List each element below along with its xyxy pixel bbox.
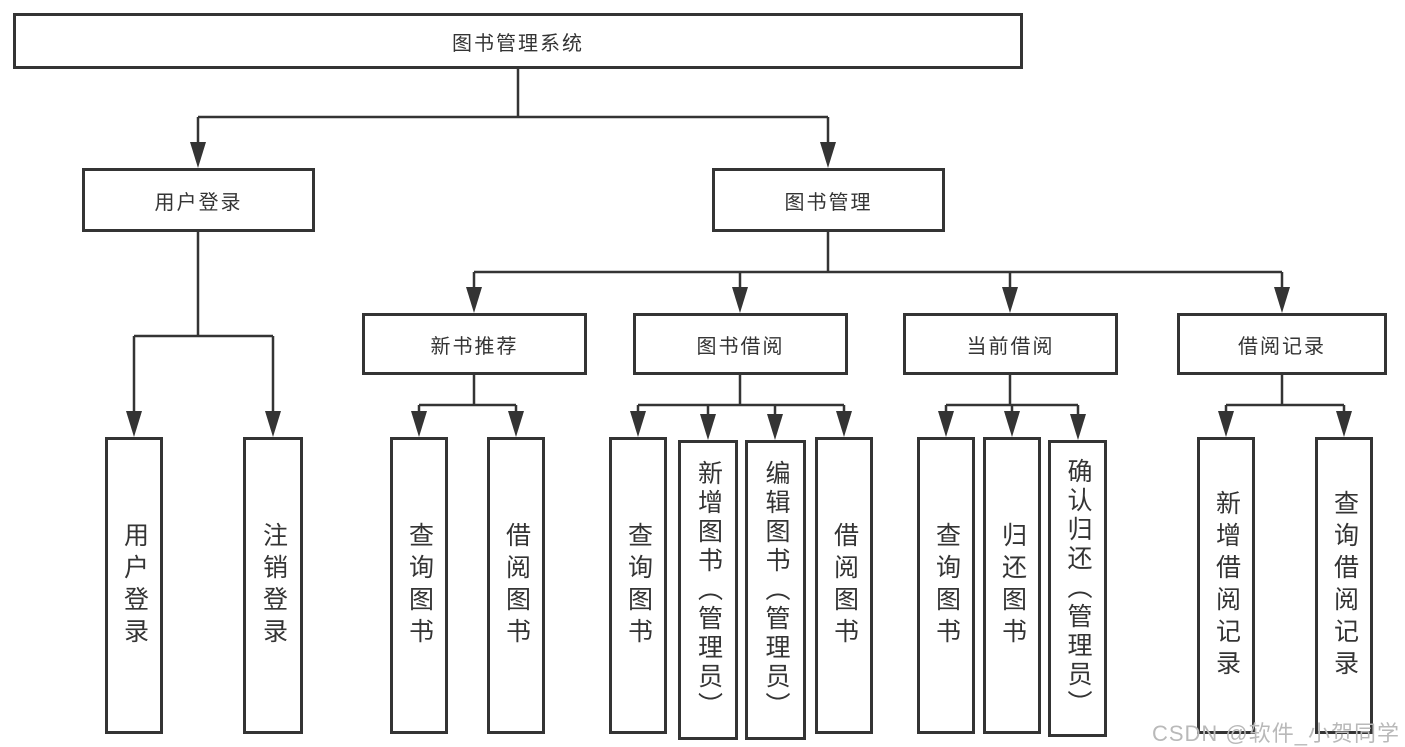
node-label: 借阅记录 xyxy=(1238,335,1326,358)
node-label: 确认归还（管理员） xyxy=(1064,458,1092,719)
node-label: 查询借阅记录 xyxy=(1330,489,1359,682)
csdn-watermark: CSDN @软件_小贺同学 xyxy=(1151,721,1400,746)
diagram-leaf-query-borrow-record: 查询借阅记录 xyxy=(1315,437,1373,734)
node-label: 用户登录 xyxy=(154,191,243,214)
diagram-node-borrow-records: 借阅记录 xyxy=(1177,313,1387,375)
node-label: 借阅图书 xyxy=(830,521,859,650)
node-label: 编辑图书（管理员） xyxy=(762,459,790,721)
diagram-leaf-query-books-borrow: 查询图书 xyxy=(609,437,667,734)
node-label: 查询图书 xyxy=(932,521,961,650)
diagram-node-root: 图书管理系统 xyxy=(13,13,1023,69)
diagram-leaf-query-books-recommend: 查询图书 xyxy=(390,437,448,734)
diagram-leaf-borrow-books-recommend: 借阅图书 xyxy=(487,437,545,734)
diagram-node-book-management: 图书管理 xyxy=(712,168,945,232)
diagram-leaf-user-login: 用户登录 xyxy=(105,437,163,734)
node-label: 当前借阅 xyxy=(966,335,1055,358)
node-label: 图书管理系统 xyxy=(452,32,584,55)
node-label: 注销登录 xyxy=(259,521,288,650)
diagram-leaf-borrow-books: 借阅图书 xyxy=(815,437,873,734)
diagram-leaf-return-books: 归还图书 xyxy=(983,437,1041,734)
diagram-leaf-confirm-return-admin: 确认归还（管理员） xyxy=(1048,440,1107,737)
diagram-node-book-borrow: 图书借阅 xyxy=(633,313,848,375)
node-label: 查询图书 xyxy=(624,521,653,650)
node-label: 用户登录 xyxy=(120,521,149,650)
diagram-node-new-book-recommend: 新书推荐 xyxy=(362,313,587,375)
arrowheads xyxy=(126,142,1352,440)
node-label: 借阅图书 xyxy=(502,521,531,650)
node-label: 图书管理 xyxy=(784,191,873,214)
node-label: 新增借阅记录 xyxy=(1212,489,1241,682)
diagram-node-user-login: 用户登录 xyxy=(82,168,315,232)
diagram-leaf-logout: 注销登录 xyxy=(243,437,303,734)
node-label: 查询图书 xyxy=(405,521,434,650)
diagram-leaf-add-borrow-record: 新增借阅记录 xyxy=(1197,437,1255,734)
node-label: 归还图书 xyxy=(998,521,1027,650)
diagram-leaf-query-books-current: 查询图书 xyxy=(917,437,975,734)
node-label: 新书推荐 xyxy=(430,335,519,358)
node-label: 图书借阅 xyxy=(696,335,785,358)
diagram-leaf-add-books-admin: 新增图书（管理员） xyxy=(678,440,738,740)
diagram-leaf-edit-books-admin: 编辑图书（管理员） xyxy=(745,440,806,740)
node-label: 新增图书（管理员） xyxy=(694,459,723,721)
diagram-node-current-borrow: 当前借阅 xyxy=(903,313,1118,375)
